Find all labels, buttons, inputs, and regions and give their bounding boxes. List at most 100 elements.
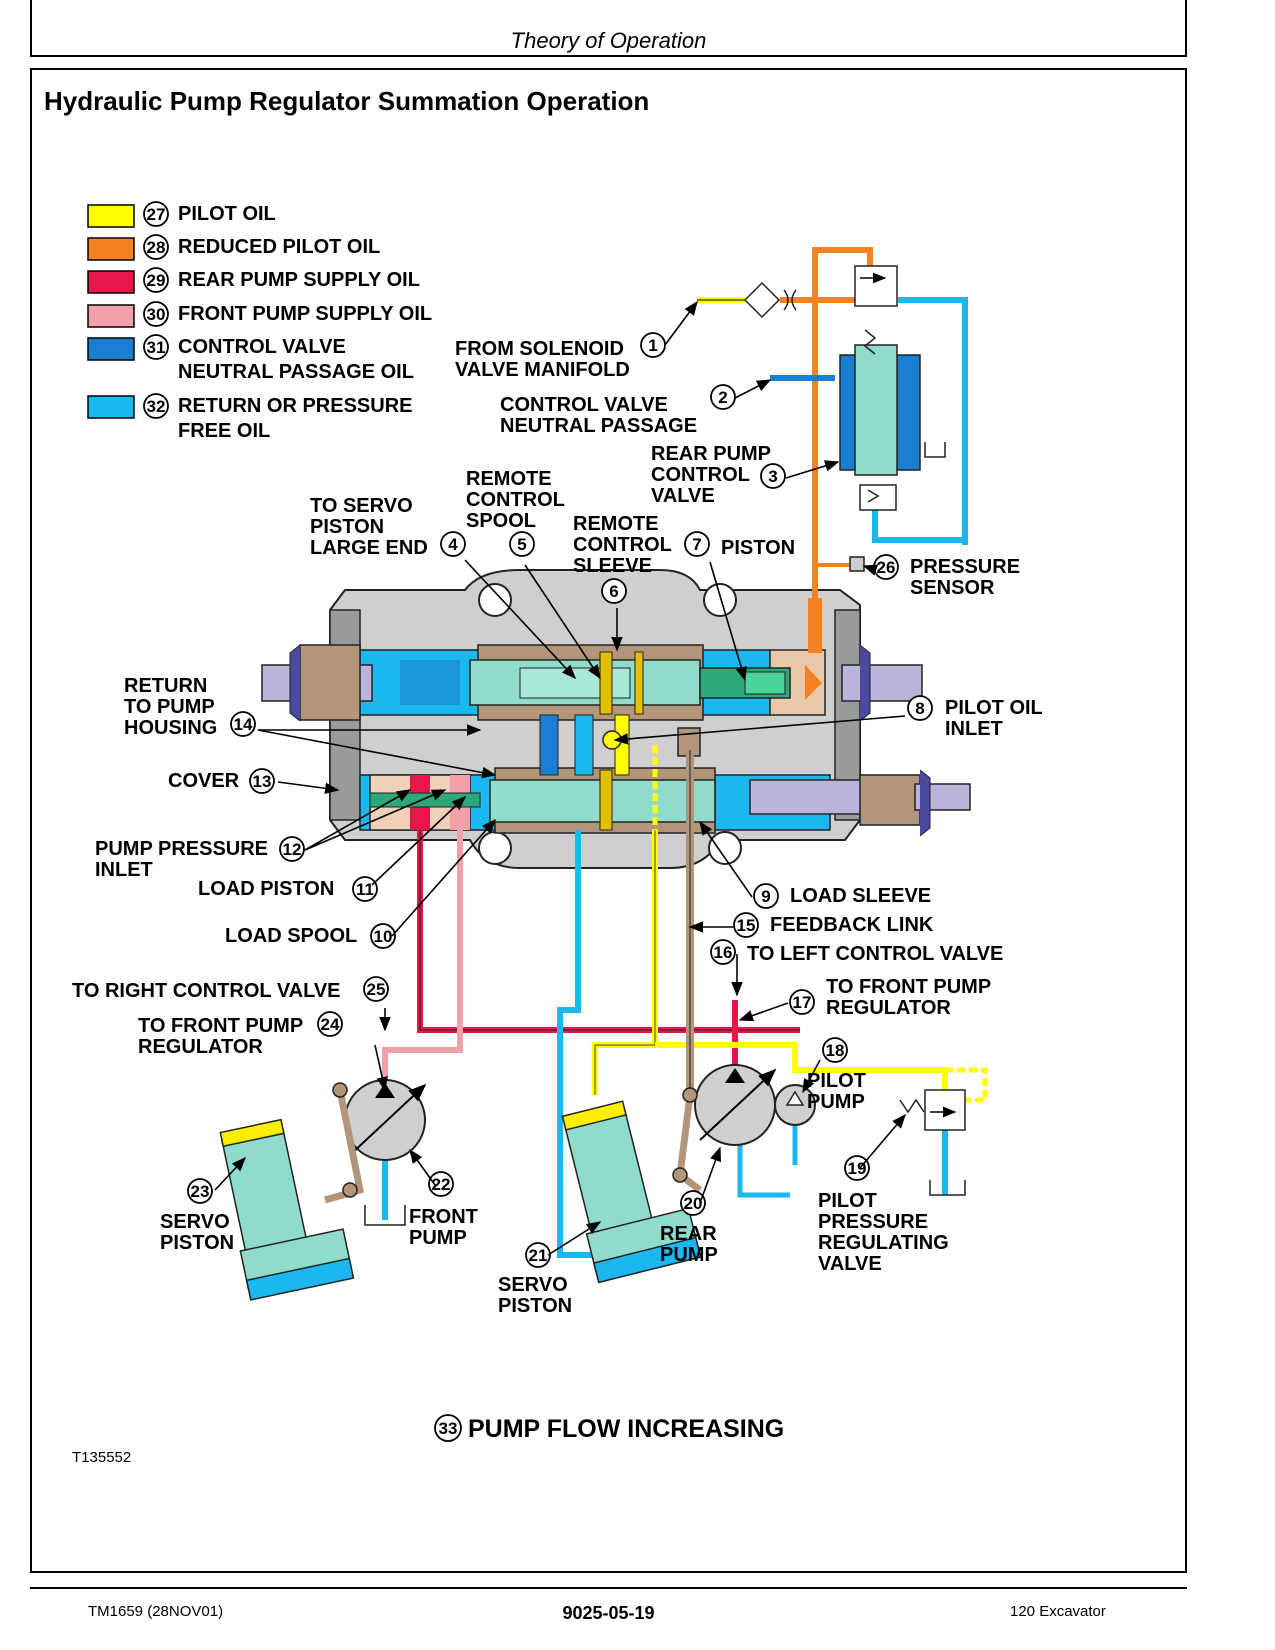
callout-number-badge xyxy=(822,1037,848,1063)
pressure-sensor-symbol xyxy=(849,556,865,572)
callout-number: 4 xyxy=(448,535,458,554)
callout-label: CONTROL xyxy=(651,464,750,486)
callout-number-badge xyxy=(601,578,627,604)
leader-line xyxy=(699,1146,721,1204)
callout-number: 18 xyxy=(826,1041,845,1060)
callout-number-badge xyxy=(710,384,736,410)
callout-number: 3 xyxy=(768,467,777,486)
legend-number-badge xyxy=(143,201,169,227)
callout-label: VALVE xyxy=(818,1253,882,1275)
callout-label: VALVE MANIFOLD xyxy=(455,359,630,381)
callout-label: INLET xyxy=(945,718,1003,740)
callout-label: REMOTE xyxy=(573,513,659,535)
header-box: Theory of Operation xyxy=(30,0,1187,57)
callout-number: 14 xyxy=(234,715,253,734)
mounting-hole xyxy=(703,583,737,617)
legend-label: FRONT PUMP SUPPLY OIL xyxy=(178,303,432,325)
leader-line xyxy=(374,1044,388,1092)
leader-line xyxy=(862,564,879,576)
legend-swatch-front-pump-supply-oil xyxy=(87,304,135,328)
leader-line xyxy=(709,561,747,682)
footer-manual-id: TM1659 (28NOV01) xyxy=(88,1603,224,1620)
leader-line xyxy=(391,818,496,937)
callout-label: REGULATING xyxy=(818,1232,949,1254)
legend-number-badge xyxy=(143,334,169,360)
callout-label: RETURN xyxy=(124,675,207,697)
callout-number-badge xyxy=(684,531,710,557)
callout-number: 1 xyxy=(648,336,657,355)
leader-line xyxy=(464,559,576,680)
callout-number-badge xyxy=(187,1178,213,1204)
callout-number: 19 xyxy=(848,1159,867,1178)
legend-number-badge xyxy=(143,301,169,327)
legend-number: 31 xyxy=(147,338,166,357)
callout-label: PISTON xyxy=(310,516,384,538)
callout-number: 6 xyxy=(609,582,618,601)
figure-id: T135552 xyxy=(72,1449,131,1466)
callout-number: 10 xyxy=(374,927,393,946)
callout-number: 11 xyxy=(356,880,374,899)
callout-number-badge xyxy=(363,976,389,1002)
callout-label: LARGE END xyxy=(310,537,428,559)
callout-number: 5 xyxy=(517,535,526,554)
legend-swatch-pilot-oil xyxy=(87,204,135,228)
legend-number: 32 xyxy=(147,397,166,416)
leader-line xyxy=(304,789,412,851)
callout-number-badge xyxy=(844,1155,870,1181)
caption: 33 PUMP FLOW INCREASING xyxy=(434,1414,784,1443)
callout-label: CONTROL xyxy=(466,489,565,511)
legend-label: RETURN OR PRESSURE xyxy=(178,395,412,417)
callout-label: REMOTE xyxy=(466,468,552,490)
mounting-hole xyxy=(478,583,512,617)
legend-label: FREE OIL xyxy=(178,420,270,442)
section-header: Theory of Operation xyxy=(510,28,707,53)
callout-label: VALVE xyxy=(651,485,715,507)
callout-number: 7 xyxy=(692,535,701,554)
callout-label: HOUSING xyxy=(124,717,217,739)
legend-number-badge xyxy=(143,234,169,260)
callout-label: PRESSURE xyxy=(818,1211,928,1233)
leader-line xyxy=(371,796,467,886)
callout-number-badge xyxy=(440,531,466,557)
callout-number: 2 xyxy=(718,388,727,407)
legend-number-badge xyxy=(143,393,169,419)
callout-number-badge xyxy=(428,1171,454,1197)
legend-number: 27 xyxy=(147,205,166,224)
legend-number: 28 xyxy=(147,238,166,257)
leader-line xyxy=(734,379,772,399)
callout-label: LOAD SLEEVE xyxy=(790,885,931,907)
callout-number-badge xyxy=(279,836,305,862)
callout-label: REGULATOR xyxy=(138,1036,263,1058)
callout-label: FROM SOLENOID xyxy=(455,338,624,360)
callout-label: REGULATOR xyxy=(826,997,951,1019)
leader-line xyxy=(547,1221,602,1256)
callout-number: 12 xyxy=(283,840,302,859)
leader-line xyxy=(277,781,340,794)
legend xyxy=(87,204,135,419)
callout-label: CONTROL xyxy=(573,534,672,556)
callout-label: TO SERVO xyxy=(310,495,413,517)
callout-number-badge xyxy=(760,463,786,489)
footer-machine: 120 Excavator xyxy=(1010,1603,1106,1620)
callout-label: SERVO xyxy=(498,1274,568,1296)
leader-line xyxy=(304,789,447,851)
callout-label: PRESSURE xyxy=(910,556,1020,578)
caption-number: 33 xyxy=(439,1419,458,1438)
callout-number-badge xyxy=(230,711,256,737)
legend-swatch-return-oil xyxy=(87,395,135,419)
leader-line xyxy=(664,300,698,346)
callout-label: PISTON xyxy=(721,537,795,559)
callout-label: SLEEVE xyxy=(573,555,652,577)
callout-label: PUMP xyxy=(660,1244,718,1266)
callout-label: TO FRONT PUMP xyxy=(138,1015,303,1037)
callout-label: SENSOR xyxy=(910,577,995,599)
callout-label: SPOOL xyxy=(466,510,536,532)
callout-number: 17 xyxy=(793,993,812,1012)
callout-label: INLET xyxy=(95,859,153,881)
footer-page-number: 9025-05-19 xyxy=(562,1603,655,1623)
callout-number: 22 xyxy=(432,1175,451,1194)
callout-number: 13 xyxy=(253,772,272,791)
callout-label: FRONT xyxy=(409,1206,478,1228)
callout-number-badge xyxy=(352,876,378,902)
